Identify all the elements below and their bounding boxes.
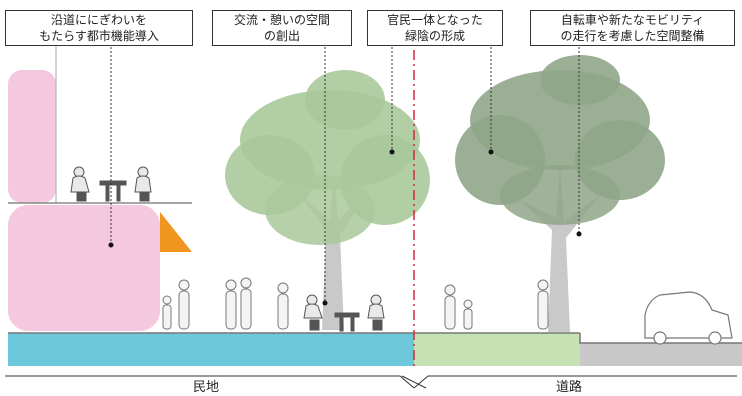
- right-tree: [455, 55, 665, 332]
- zone-label-private: 民地: [193, 380, 220, 395]
- callout-urban-function: 沿道ににぎわいを もたらす都市機能導入: [5, 10, 193, 46]
- callout-line: もたらす都市機能導入: [39, 29, 159, 43]
- callout-mobility-space: 自転車や新たなモビリティ の走行を考慮した空間整備: [530, 10, 735, 46]
- callout-line: 交流・憩いの空間: [233, 13, 330, 27]
- callout-line: 緑陰の形成: [404, 29, 465, 43]
- callout-line: 自転車や新たなモビリティ: [560, 13, 705, 27]
- callout-line: 沿道ににぎわいを: [50, 13, 147, 27]
- callout-green-shade: 官民一体となった 緑陰の形成: [367, 10, 503, 46]
- building: [8, 30, 192, 331]
- callout-line: 官民一体となった: [387, 13, 483, 27]
- roadway: [580, 343, 742, 366]
- terrace-seating: [70, 166, 152, 202]
- private-sidewalk: [8, 333, 414, 366]
- awning: [160, 212, 192, 252]
- street-seating: [303, 294, 385, 332]
- zone-bracket: [5, 375, 737, 389]
- car: [644, 291, 733, 345]
- zone-label-road: 道路: [556, 380, 583, 395]
- pedestrians: [162, 277, 549, 330]
- callout-exchange-space: 交流・憩いの空間 の創出: [212, 10, 352, 46]
- left-tree: [225, 70, 430, 330]
- leader-lines: [108, 47, 582, 306]
- callout-line: の創出: [263, 29, 300, 43]
- callout-line: の走行を考慮した空間整備: [560, 29, 705, 43]
- public-sidewalk: [414, 333, 580, 366]
